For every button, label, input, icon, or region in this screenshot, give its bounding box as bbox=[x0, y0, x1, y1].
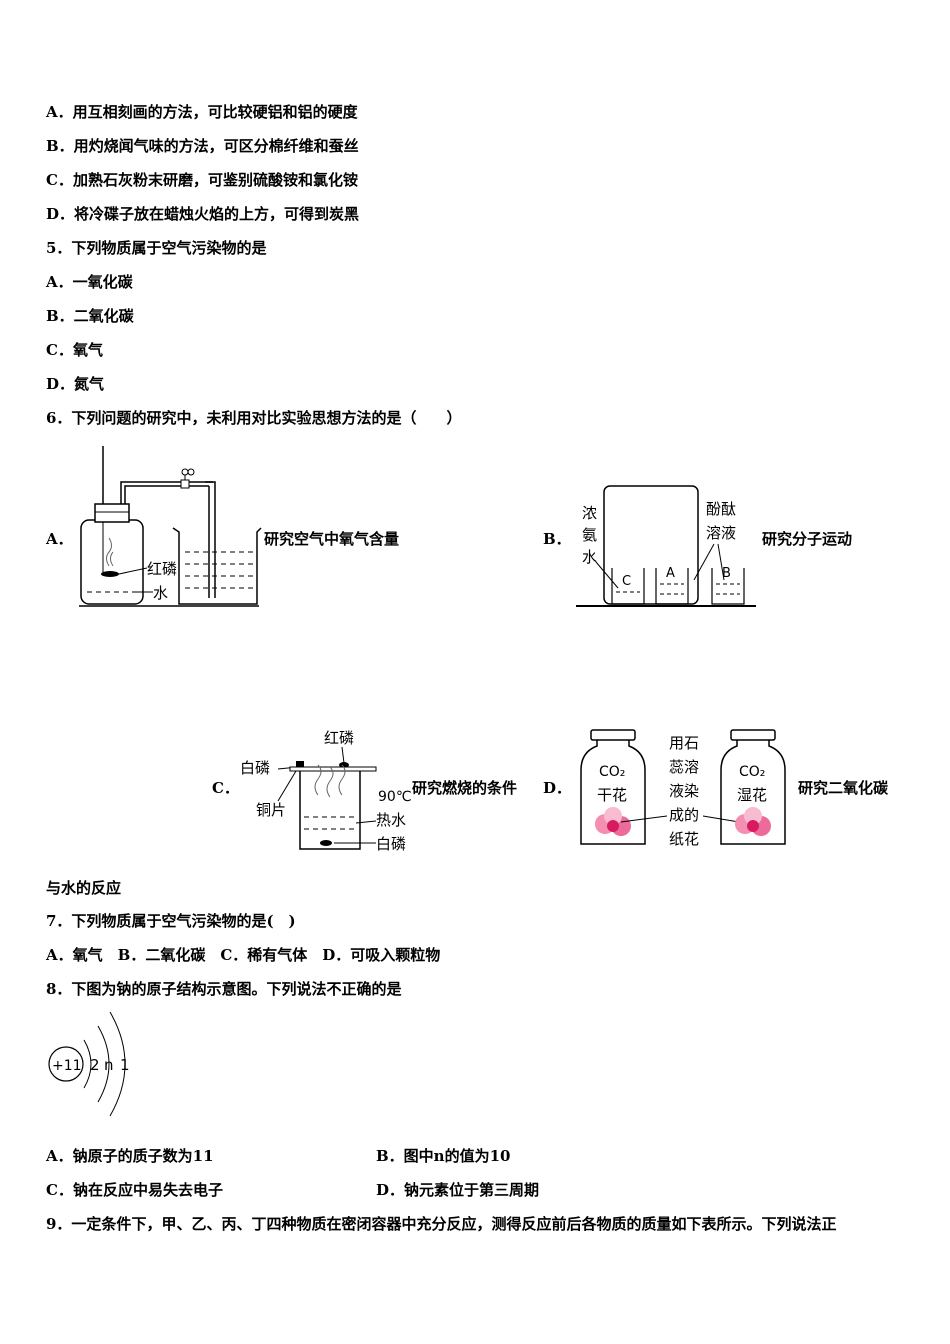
label-red-phosphorus-c: 红磷 bbox=[324, 729, 354, 747]
air-oxygen-apparatus-figure: 红磷 水 bbox=[79, 446, 262, 607]
shell-2-electrons: n bbox=[104, 1056, 114, 1074]
note-line-3: 液染 bbox=[669, 782, 699, 800]
q5-option-d: D．氮气 bbox=[46, 375, 105, 393]
q6-d-caption: 研究二氧化碳 bbox=[798, 779, 889, 797]
label-hot-water: 热水 bbox=[376, 811, 406, 829]
q6-a-letter: A． bbox=[46, 530, 73, 548]
q6-stem: 6．下列问题的研究中，未利用对比实验思想方法的是（ ） bbox=[46, 409, 462, 427]
q7-stem: 7．下列物质属于空气污染物的是( ) bbox=[46, 912, 296, 930]
nucleus-charge: +11 bbox=[52, 1058, 82, 1074]
ammonia-char-1: 浓 bbox=[582, 504, 597, 522]
q6-c-letter: C． bbox=[212, 779, 239, 797]
q5-option-b: B．二氧化碳 bbox=[46, 307, 134, 325]
q6-d-caption-continued: 与水的反应 bbox=[46, 879, 122, 897]
beaker-b-label: B bbox=[722, 566, 731, 581]
solution-label: 溶液 bbox=[706, 524, 736, 542]
label-wet-flower: 湿花 bbox=[737, 786, 767, 804]
label-red-phosphorus: 红磷 bbox=[147, 560, 177, 578]
label-dry-flower: 干花 bbox=[597, 786, 627, 804]
shell-3-electrons: 1 bbox=[120, 1056, 130, 1074]
q6-d-letter: D． bbox=[543, 779, 572, 797]
beaker-a-label: A bbox=[666, 566, 675, 581]
phenolphthalein-label: 酚酞 bbox=[706, 500, 736, 518]
note-line-1: 用石 bbox=[669, 734, 699, 752]
q4-option-a: A．用互相刻画的方法，可比较硬铝和铝的硬度 bbox=[46, 103, 358, 121]
q8-option-a: A．钠原子的质子数为11 bbox=[46, 1147, 214, 1165]
q6-a-caption: 研究空气中氧气含量 bbox=[264, 530, 400, 548]
q8-option-b: B．图中n的值为10 bbox=[376, 1147, 511, 1165]
combustion-conditions-figure: 红磷 白磷 铜片 90℃ 热水 白磷 bbox=[240, 729, 412, 853]
q8-stem: 8．下图为钠的原子结构示意图。下列说法不正确的是 bbox=[46, 980, 402, 998]
note-line-4: 成的 bbox=[669, 806, 699, 824]
molecule-motion-figure: C A B 浓 氨 水 酚酞 溶液 bbox=[576, 485, 756, 607]
co2-left: CO₂ bbox=[599, 764, 625, 780]
sodium-atom-structure-figure: +11 2 n 1 bbox=[48, 1011, 130, 1117]
q4-option-b: B．用灼烧闻气味的方法，可区分棉纤维和蚕丝 bbox=[46, 137, 359, 155]
q4-option-d: D．将冷碟子放在蜡烛火焰的上方，可得到炭黑 bbox=[46, 205, 360, 223]
shell-1-electrons: 2 bbox=[90, 1056, 100, 1074]
q5-option-a: A．一氧化碳 bbox=[46, 273, 133, 291]
label-water: 水 bbox=[153, 584, 168, 602]
q7-options: A．氧气 B．二氧化碳 C．稀有气体 D．可吸入颗粒物 bbox=[46, 946, 441, 964]
co2-water-reaction-figure: CO₂ 干花 用石 蕊溶 液染 成的 纸花 CO₂ 湿花 bbox=[580, 729, 786, 848]
q6-c-caption: 研究燃烧的条件 bbox=[412, 779, 518, 797]
q8-option-c: C．钠在反应中易失去电子 bbox=[46, 1181, 223, 1199]
label-copper-sheet: 铜片 bbox=[256, 801, 286, 819]
note-line-5: 纸花 bbox=[669, 830, 699, 848]
note-line-2: 蕊溶 bbox=[669, 758, 699, 776]
label-temperature: 90℃ bbox=[378, 789, 412, 805]
q6-b-caption: 研究分子运动 bbox=[762, 530, 853, 548]
label-white-phosphorus-top: 白磷 bbox=[240, 759, 270, 777]
q5-option-c: C．氧气 bbox=[46, 341, 103, 359]
q9-stem: 9．一定条件下，甲、乙、丙、丁四种物质在密闭容器中充分反应，测得反应前后各物质的… bbox=[46, 1215, 837, 1233]
ammonia-char-2: 氨 bbox=[582, 526, 597, 544]
label-white-phosphorus-bottom: 白磷 bbox=[376, 835, 406, 853]
q4-option-c: C．加熟石灰粉末研磨，可鉴别硫酸铵和氯化铵 bbox=[46, 171, 358, 189]
co2-right: CO₂ bbox=[739, 764, 765, 780]
q8-option-d: D．钠元素位于第三周期 bbox=[376, 1181, 540, 1199]
ammonia-char-3: 水 bbox=[582, 548, 597, 566]
q6-b-letter: B． bbox=[543, 530, 571, 548]
q5-stem: 5．下列物质属于空气污染物的是 bbox=[46, 239, 267, 257]
beaker-c-label: C bbox=[622, 574, 631, 589]
